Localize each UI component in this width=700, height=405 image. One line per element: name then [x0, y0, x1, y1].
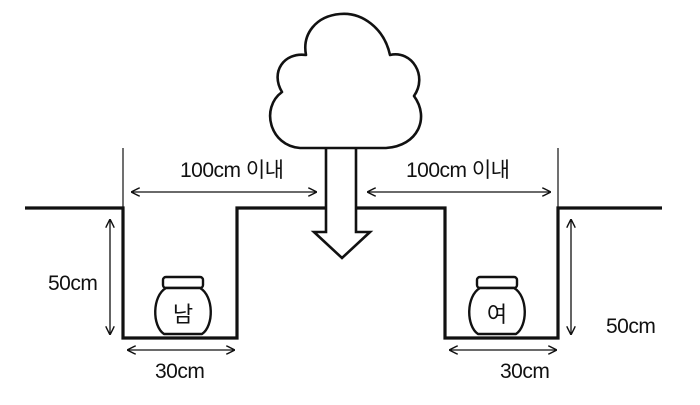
depth-label-right: 50cm: [606, 315, 655, 338]
jar-icon-left: [154, 275, 212, 336]
distance-label-left: 100cm 이내: [180, 159, 284, 182]
jar-label-right: 여: [487, 302, 507, 327]
jar-label-left: 남: [173, 302, 193, 327]
depth-label-left: 50cm: [48, 272, 97, 295]
tree-icon: [268, 12, 423, 260]
jar-icon-right: [468, 275, 526, 336]
width-label-left: 30cm: [155, 360, 204, 383]
distance-label-right: 100cm 이내: [406, 159, 510, 182]
width-label-right: 30cm: [500, 360, 549, 383]
